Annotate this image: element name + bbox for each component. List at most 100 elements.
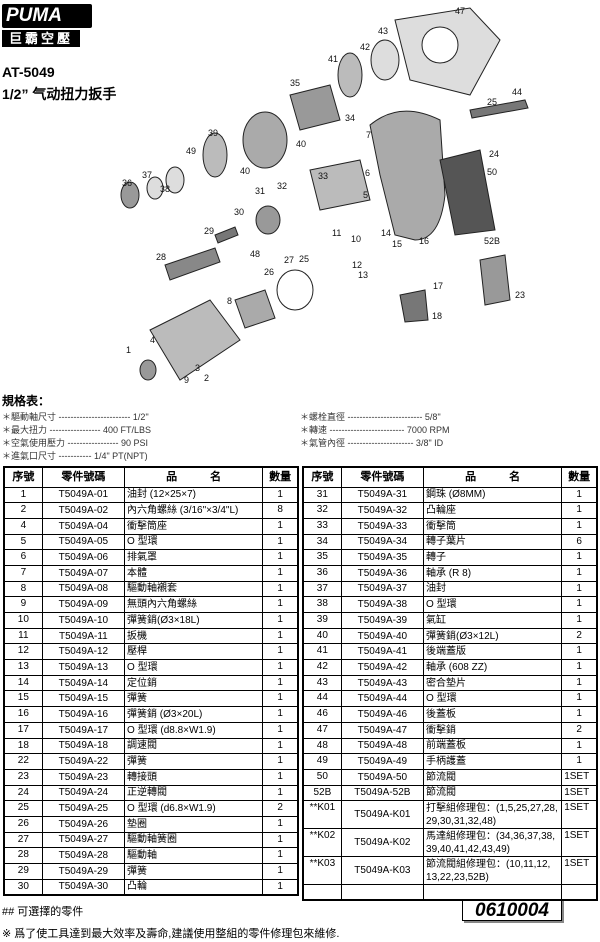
row-number: 7 bbox=[3, 564, 43, 582]
quantity bbox=[561, 884, 598, 901]
row-number: 9 bbox=[3, 596, 43, 613]
repair-kit-advice: ※ 爲了使工具達到最大效率及壽命,建議使用整組的零件修理包來維修. bbox=[2, 928, 340, 940]
cylinder bbox=[242, 111, 288, 169]
quantity: 1 bbox=[561, 596, 598, 613]
row-number: 4 bbox=[3, 517, 43, 535]
spec-item: ＊進氣口尺寸 ----------- 1/4" PT(NPT) bbox=[2, 451, 148, 461]
document-code: 0610004 bbox=[462, 899, 562, 921]
quantity: 1 bbox=[561, 549, 598, 566]
quantity: 1 bbox=[262, 486, 299, 504]
callout-label: 40 bbox=[296, 139, 307, 149]
callout-label: 7 bbox=[366, 130, 372, 140]
part-name: 彈簧 bbox=[124, 690, 264, 708]
quantity: 1 bbox=[262, 517, 299, 535]
quantity: 1 bbox=[262, 674, 299, 692]
quantity: 1 bbox=[561, 706, 598, 723]
part-name: 轉子葉片 bbox=[423, 533, 563, 551]
callout-label: 29 bbox=[204, 226, 215, 236]
hammer-case bbox=[309, 159, 371, 211]
quantity: 1 bbox=[561, 486, 598, 504]
quantity: 1SET bbox=[561, 784, 598, 802]
part-number: T5049A-28 bbox=[41, 847, 126, 864]
quantity: 1SET bbox=[561, 800, 598, 830]
row-number: 35 bbox=[302, 549, 342, 566]
callout-label: 52B bbox=[484, 236, 501, 246]
callout-label: 47 bbox=[455, 6, 466, 16]
row-number: 28 bbox=[3, 847, 43, 864]
part-name: 衝擊銷 bbox=[423, 721, 563, 739]
part-number: T5049A-09 bbox=[41, 596, 126, 613]
part-number: T5049A-44 bbox=[340, 690, 425, 708]
column-header: 零件號碼 bbox=[340, 466, 425, 488]
part-name: 軸承 (R 8) bbox=[423, 564, 563, 582]
row-number: 50 bbox=[302, 768, 342, 786]
quantity: 1SET bbox=[561, 856, 598, 886]
part-number: T5049A-50 bbox=[340, 768, 425, 786]
part-number: T5049A-29 bbox=[41, 863, 126, 880]
spec-item: ＊螺栓直徑 ------------------------- 5/8" bbox=[300, 412, 441, 422]
row-number: 8 bbox=[3, 580, 43, 598]
callout-label: 40 bbox=[240, 166, 251, 176]
quantity: 1 bbox=[262, 784, 299, 802]
column-header: 數量 bbox=[561, 466, 598, 488]
part-number: T5049A-12 bbox=[41, 643, 126, 661]
part-number: T5049A-49 bbox=[340, 753, 425, 770]
part-name: 彈簧 bbox=[124, 863, 264, 880]
part-name: 墊圈 bbox=[124, 815, 264, 833]
part-number: T5049A-13 bbox=[41, 659, 126, 676]
part-name: 定位銷 bbox=[124, 674, 264, 692]
part-name: 衝擊筒座 bbox=[124, 517, 264, 535]
callout-label: 35 bbox=[290, 78, 301, 88]
callout-label: 5 bbox=[363, 190, 369, 200]
row-number: 16 bbox=[3, 706, 43, 723]
row-number: 32 bbox=[302, 502, 342, 519]
row-number: 17 bbox=[3, 721, 43, 739]
quantity: 1 bbox=[262, 659, 299, 676]
callout-label: 37 bbox=[142, 170, 153, 180]
quantity: 1 bbox=[262, 863, 299, 880]
part-name: O 型環 (d8.8×W1.9) bbox=[124, 721, 264, 739]
row-number: 46 bbox=[302, 706, 342, 723]
callout-label: 33 bbox=[318, 171, 329, 181]
optional-parts-note: ## 可選擇的零件 bbox=[2, 906, 84, 918]
part-name: 油封 (12×25×7) bbox=[124, 486, 264, 504]
callout-label: 16 bbox=[419, 236, 430, 246]
quantity: 1 bbox=[262, 831, 299, 849]
quantity: 1 bbox=[262, 596, 299, 613]
row-number: 6 bbox=[3, 549, 43, 566]
part-number: T5049A-05 bbox=[41, 533, 126, 551]
part-name: 衝擊筒 bbox=[423, 517, 563, 535]
part-name: 打擊組修理包：(1,5,25,27,28, 29,30,31,32,48) bbox=[423, 800, 563, 830]
part-number: T5049A-42 bbox=[340, 659, 425, 676]
callout-label: 41 bbox=[328, 54, 339, 64]
part-number: T5049A-33 bbox=[340, 517, 425, 535]
part-name: 節流閥 bbox=[423, 768, 563, 786]
row-number: 25 bbox=[3, 800, 43, 817]
part-name: O 型環 bbox=[124, 659, 264, 676]
part-name: O 型環 bbox=[423, 596, 563, 613]
callout-label: 48 bbox=[250, 249, 261, 259]
part-name: 油封 bbox=[423, 580, 563, 598]
callout-label: 32 bbox=[277, 181, 288, 191]
quantity: 1 bbox=[561, 612, 598, 629]
quantity: 1 bbox=[262, 564, 299, 582]
quantity: 1 bbox=[262, 690, 299, 708]
part-number: T5049A-15 bbox=[41, 690, 126, 708]
part-name: 扳機 bbox=[124, 627, 264, 645]
quantity: 1 bbox=[262, 847, 299, 864]
